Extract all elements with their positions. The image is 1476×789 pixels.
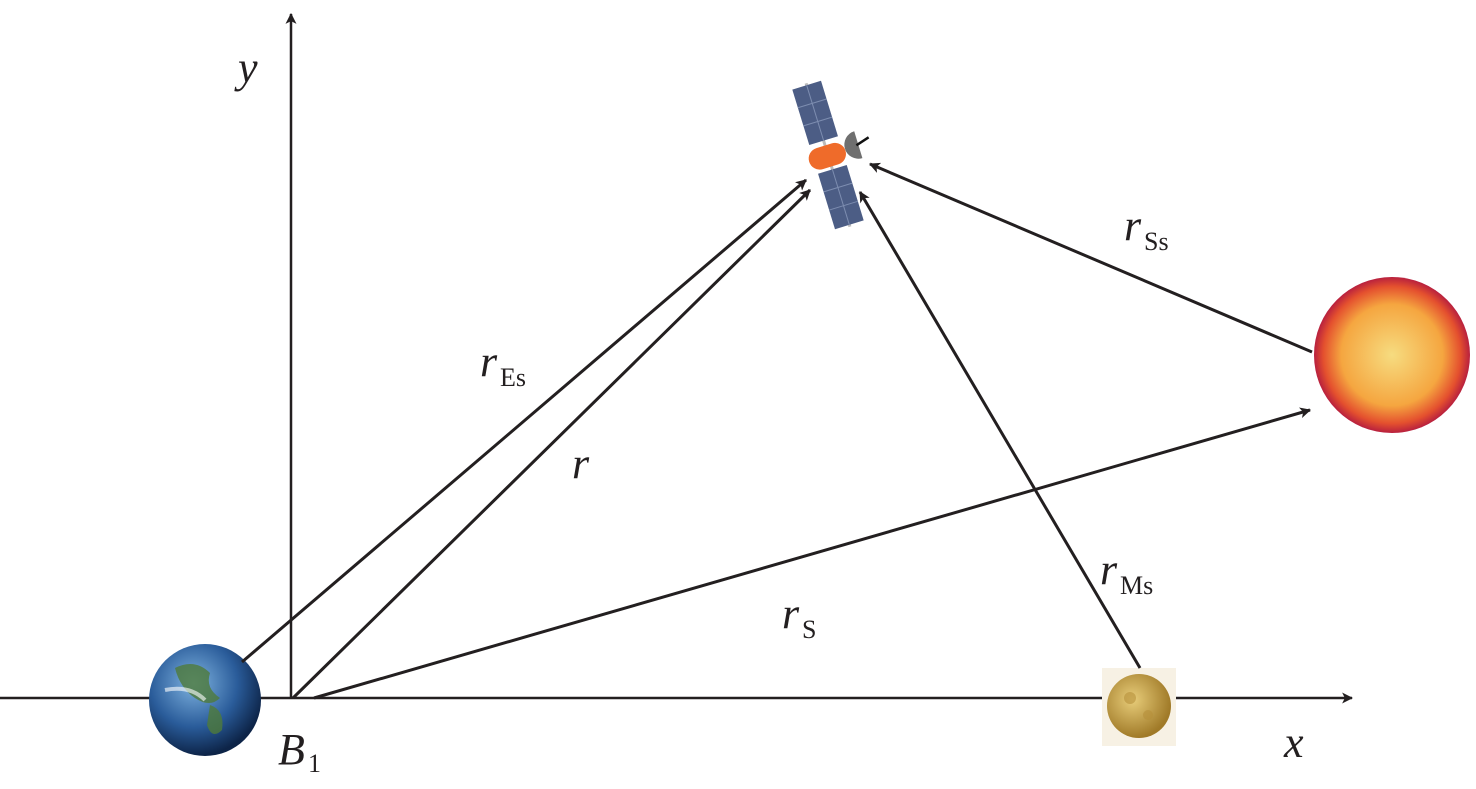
vector-r-ss (868, 162, 1313, 354)
svg-text:r: r (1124, 201, 1142, 250)
moon-icon (1102, 668, 1176, 746)
sun-icon (1314, 277, 1470, 433)
svg-text:B: B (278, 725, 305, 774)
svg-text:Es: Es (500, 363, 526, 392)
earth-icon (149, 644, 261, 756)
svg-text:Ss: Ss (1144, 227, 1169, 256)
label-r-s: r S (782, 589, 816, 644)
satellite-icon (792, 80, 870, 230)
label-r-es: r Es (480, 337, 526, 392)
svg-text:r: r (1100, 545, 1118, 594)
vector-r-s (313, 407, 1312, 700)
label-r: r (572, 439, 590, 488)
svg-text:1: 1 (308, 749, 321, 778)
label-r-ss: r Ss (1124, 201, 1169, 256)
label-r-ms: r Ms (1100, 545, 1153, 600)
svg-text:Ms: Ms (1120, 571, 1153, 600)
x-axis-label: x (1283, 718, 1304, 767)
vector-r-ms (858, 191, 1142, 669)
vector-r-es (241, 178, 807, 664)
vector-r (291, 188, 812, 700)
svg-text:r: r (480, 337, 498, 386)
origin-label: B 1 (278, 725, 321, 778)
svg-text:S: S (802, 615, 816, 644)
svg-text:r: r (572, 439, 590, 488)
y-axis-label: y (234, 43, 258, 92)
svg-text:r: r (782, 589, 800, 638)
